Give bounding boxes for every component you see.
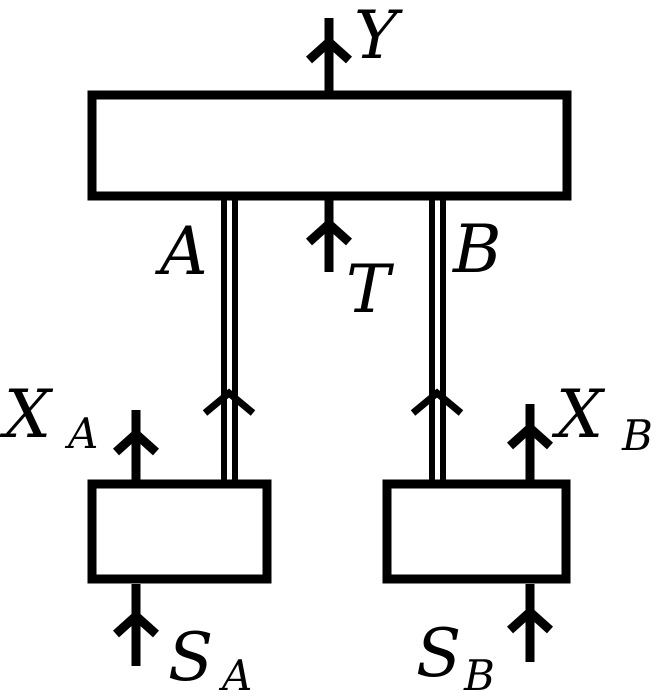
label-sa: S (168, 619, 213, 696)
left-box (87, 479, 272, 584)
t-arrow-icon (305, 217, 353, 246)
label-xa: X (0, 376, 54, 453)
top-box (87, 90, 572, 201)
a-arrow-icon (202, 388, 256, 416)
xa-arrow-icon (112, 427, 160, 456)
b-arrow-icon (410, 388, 464, 416)
y-arrow-icon (305, 35, 353, 64)
xb-arrow-icon (506, 421, 554, 450)
label-sb: S (416, 615, 461, 692)
label-xa-subscript: A (64, 409, 98, 458)
label-y: Y (354, 0, 403, 74)
label-sb-subscript: B (463, 651, 495, 700)
label-sa-subscript: A (218, 651, 252, 700)
sb-arrow-icon (506, 605, 554, 634)
label-xb-subscript: B (621, 411, 653, 460)
label-b: B (452, 211, 502, 288)
label-xb: X (551, 376, 606, 453)
label-a: A (154, 213, 208, 290)
label-t: T (346, 251, 395, 328)
right-box (382, 479, 571, 584)
sa-arrow-icon (112, 609, 160, 638)
